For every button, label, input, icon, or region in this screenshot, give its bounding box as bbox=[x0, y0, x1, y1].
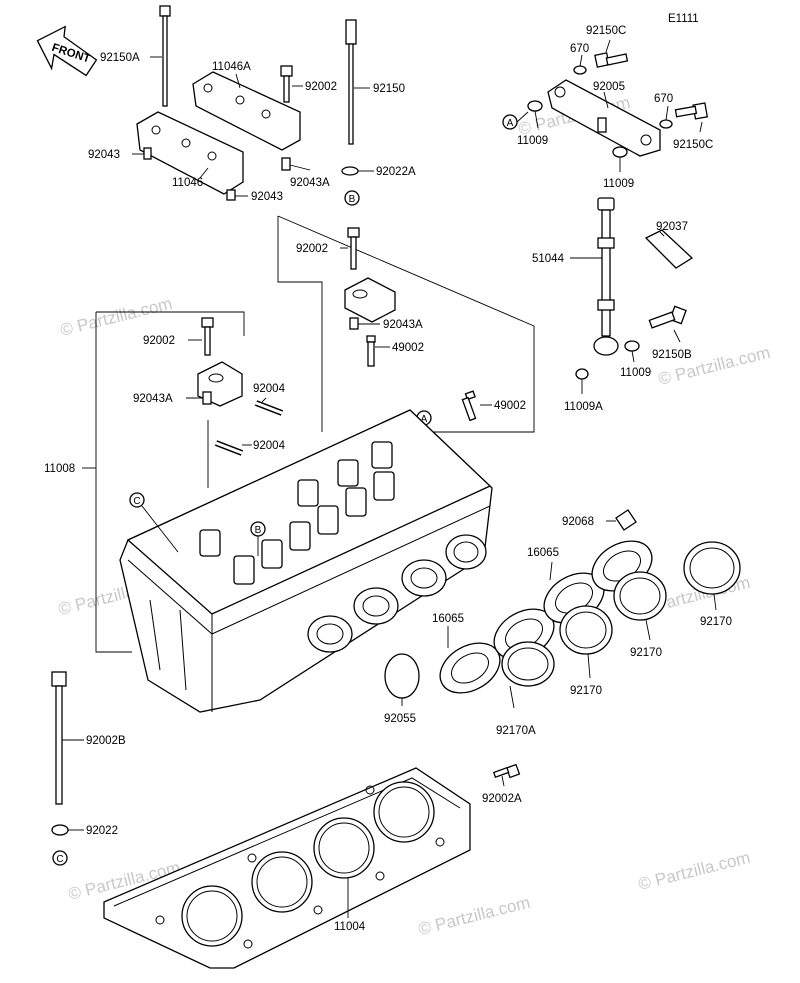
bolt-92150B bbox=[648, 305, 687, 329]
label-92037: 92037 bbox=[656, 221, 688, 233]
intake-ports bbox=[307, 534, 487, 653]
label-51044: 51044 bbox=[532, 253, 565, 265]
bolt-92002-top bbox=[280, 65, 293, 103]
callout-A-right: A bbox=[502, 114, 518, 130]
label-92150C-top: 92150C bbox=[586, 25, 626, 37]
label-92043A-mid: 92043A bbox=[383, 319, 423, 331]
svg-text:A: A bbox=[421, 414, 428, 425]
label-11009-b: 11009 bbox=[603, 178, 634, 190]
watermark-text: © Partzilla.com bbox=[636, 848, 752, 894]
cap-92068 bbox=[615, 509, 637, 531]
svg-text:B: B bbox=[349, 194, 356, 205]
stud-92004-b bbox=[214, 440, 244, 456]
label-92150: 92150 bbox=[373, 83, 405, 95]
clamp-92170 bbox=[501, 541, 741, 687]
bolt-92150C-top bbox=[594, 52, 629, 68]
label-11009-a: 11009 bbox=[517, 135, 548, 147]
label-670-right: 670 bbox=[654, 93, 673, 105]
label-11009A: 11009A bbox=[564, 401, 603, 413]
label-92043A-top: 92043A bbox=[290, 177, 330, 189]
label-92150C-right: 92150C bbox=[673, 139, 713, 151]
label-92043A-left: 92043A bbox=[133, 393, 173, 405]
label-49002-right: 49002 bbox=[494, 400, 526, 412]
label-92002-top: 92002 bbox=[305, 81, 337, 93]
label-92170-c: 92170 bbox=[570, 685, 602, 697]
stud-92004-a bbox=[254, 400, 284, 416]
label-16065-b: 16065 bbox=[432, 613, 464, 625]
oil-pipe-92005 bbox=[547, 79, 661, 157]
label-92002-left: 92002 bbox=[143, 335, 175, 347]
screw-92002A bbox=[492, 763, 521, 779]
bolt-92150 bbox=[345, 19, 357, 145]
watermark-text: © Partzilla.com bbox=[416, 893, 532, 939]
bolt-92150C-right bbox=[674, 102, 709, 120]
label-11046: 11046 bbox=[172, 177, 203, 189]
cylinder-head-11008 bbox=[119, 409, 493, 713]
oil-pipe-51044 bbox=[593, 197, 619, 356]
label-49002-mid: 49002 bbox=[392, 342, 424, 354]
label-92004-b: 92004 bbox=[253, 440, 286, 452]
bolt-92002-mid bbox=[347, 227, 360, 270]
cam-cap-11046A bbox=[192, 71, 301, 151]
o-ring-92055 bbox=[384, 653, 420, 699]
label-92043-bottom: 92043 bbox=[251, 191, 283, 203]
bolt-92002B bbox=[51, 671, 67, 805]
head-gasket-11004 bbox=[103, 767, 471, 969]
callout-B-head: B bbox=[250, 521, 266, 537]
label-92170-b: 92170 bbox=[630, 647, 662, 659]
oil-jet-49002-mid bbox=[366, 335, 376, 367]
bolt-92150A bbox=[159, 5, 171, 107]
watermark-text: © Partzilla.com bbox=[58, 294, 174, 340]
callout-B-top: B bbox=[344, 190, 360, 206]
label-11046A: 11046A bbox=[212, 61, 251, 73]
label-92004-a: 92004 bbox=[253, 383, 286, 395]
label-92002A: 92002A bbox=[482, 793, 522, 805]
callout-C-bottom: C bbox=[52, 850, 68, 866]
label-92002B: 92002B bbox=[86, 735, 126, 747]
label-92150A: 92150A bbox=[100, 52, 140, 64]
label-92005: 92005 bbox=[593, 81, 625, 93]
diagram-code: E1111 bbox=[668, 13, 699, 25]
svg-text:A: A bbox=[507, 118, 514, 129]
washer-92022 bbox=[51, 824, 69, 836]
washer-670-top bbox=[573, 65, 587, 75]
callout-C-head: C bbox=[129, 492, 145, 508]
label-92022A: 92022A bbox=[376, 166, 416, 178]
valve-tappets bbox=[199, 441, 395, 585]
label-11009-c: 11009 bbox=[620, 367, 651, 379]
label-92055: 92055 bbox=[384, 713, 416, 725]
cam-cap-mid bbox=[344, 277, 396, 323]
label-92068: 92068 bbox=[562, 516, 594, 528]
svg-text:C: C bbox=[133, 496, 140, 507]
pin-92037 bbox=[644, 229, 694, 269]
label-92170-a: 92170 bbox=[700, 616, 732, 628]
washer-11009-a bbox=[527, 100, 543, 112]
washer-670-right bbox=[659, 119, 673, 129]
label-92022: 92022 bbox=[86, 825, 118, 837]
label-92150B: 92150B bbox=[652, 349, 692, 361]
oil-jet-49002-right bbox=[461, 390, 477, 422]
svg-text:C: C bbox=[56, 854, 63, 865]
washer-11009A bbox=[575, 368, 589, 380]
front-arrow-icon: FRONT bbox=[36, 25, 98, 77]
washer-11009-b bbox=[612, 146, 628, 158]
label-11004: 11004 bbox=[334, 921, 366, 933]
svg-text:B: B bbox=[255, 525, 262, 536]
label-92170A: 92170A bbox=[496, 725, 536, 737]
cam-cap-11046 bbox=[136, 111, 244, 195]
label-670-top: 670 bbox=[570, 43, 589, 55]
label-11008: 11008 bbox=[44, 463, 75, 475]
label-92043-left: 92043 bbox=[88, 149, 120, 161]
label-92002-mid: 92002 bbox=[296, 243, 328, 255]
bolt-92002-left bbox=[201, 317, 214, 356]
washer-11009-c bbox=[624, 340, 640, 352]
label-16065-a: 16065 bbox=[527, 547, 559, 559]
